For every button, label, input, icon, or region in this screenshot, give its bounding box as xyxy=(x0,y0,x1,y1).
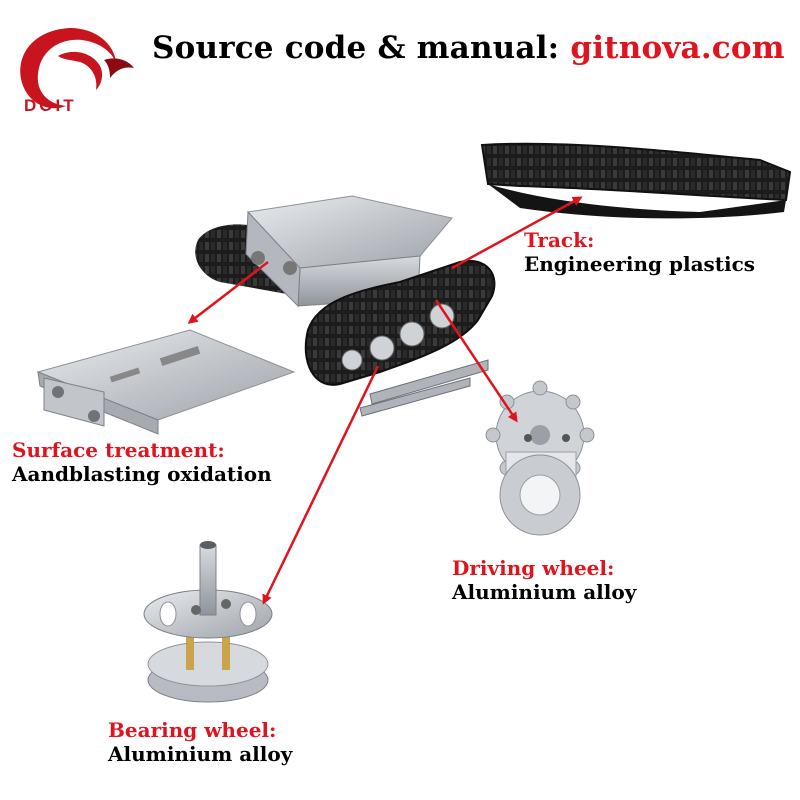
callout-surface-title: Surface treatment: xyxy=(12,438,225,462)
callout-track-desc: Engineering plastics xyxy=(524,252,756,276)
arrow-to-track xyxy=(451,196,583,270)
callout-bearing-desc: Aluminium alloy xyxy=(108,742,293,766)
tank-chassis-image xyxy=(195,195,496,417)
logo-mark xyxy=(20,28,134,109)
callout-bearing: Bearing wheel: Aluminium alloy xyxy=(108,718,292,766)
logo-text: DOIT xyxy=(24,96,77,115)
callout-bearing-title: Bearing wheel: xyxy=(108,718,277,742)
callout-arrows xyxy=(187,196,583,605)
track-belt-image xyxy=(480,142,792,219)
callout-track: Track: Engineering plastics xyxy=(524,228,755,276)
callout-driving: Driving wheel: Aluminium alloy xyxy=(452,556,636,604)
driving-wheel-image xyxy=(485,380,595,536)
arrow-to-top-plate xyxy=(187,261,269,324)
page-header: Source code & manual: gitnova.com xyxy=(152,30,785,66)
callout-surface: Surface treatment: Aandblasting oxidatio… xyxy=(12,438,272,486)
callout-surface-desc: Aandblasting oxidation xyxy=(12,462,272,486)
arrow-to-driving-wheel xyxy=(434,299,518,423)
header-link[interactable]: gitnova.com xyxy=(570,30,785,66)
callout-driving-title: Driving wheel: xyxy=(452,556,615,580)
arrow-to-bearing-wheel xyxy=(262,365,380,605)
callout-driving-desc: Aluminium alloy xyxy=(452,580,637,604)
bearing-wheel-image xyxy=(143,541,273,703)
callout-track-title: Track: xyxy=(524,228,595,252)
top-plate-image xyxy=(36,329,296,435)
header-prefix: Source code & manual: xyxy=(152,30,571,66)
